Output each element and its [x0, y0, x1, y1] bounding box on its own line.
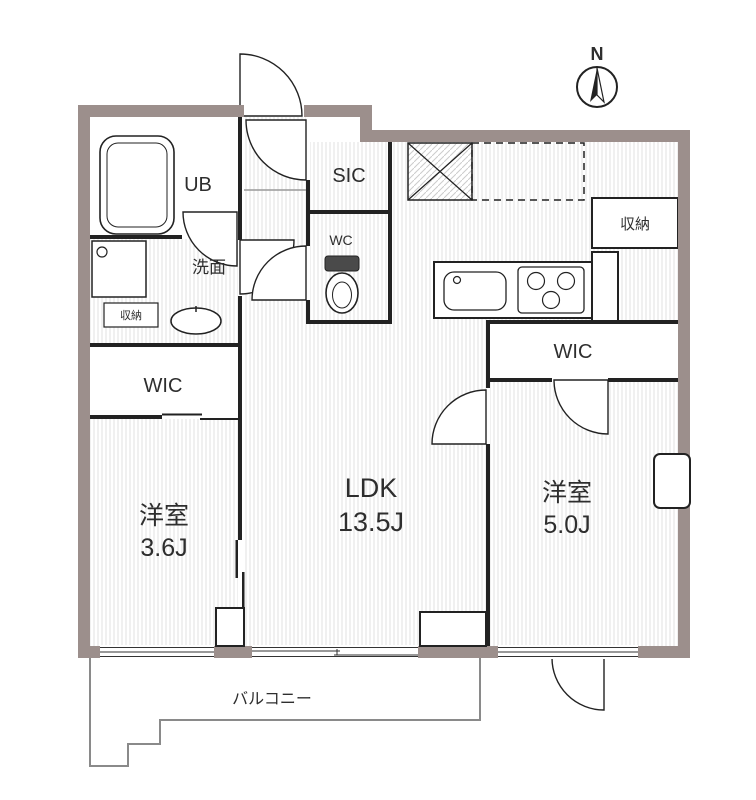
pipe-space-box — [591, 251, 619, 323]
sliding-door-panel — [235, 540, 238, 578]
bedroom-left-floor — [90, 419, 238, 646]
bath-door-swing — [182, 211, 238, 267]
faucet-icon — [452, 275, 462, 285]
label-washroom: 洗面 — [192, 258, 226, 277]
burner-icon — [526, 271, 546, 291]
label-wic-right: WIC — [554, 341, 593, 363]
kitchen-units — [407, 142, 585, 201]
label-bedroom-left-name: 洋室 — [139, 502, 189, 530]
label-ldk-size: 13.5J — [338, 507, 404, 537]
wall — [90, 343, 238, 347]
balcony-sliding-door — [252, 645, 418, 659]
outer-wall-left — [78, 105, 90, 658]
wall — [238, 117, 242, 240]
north-label: N — [591, 44, 604, 64]
outer-wall-top — [304, 105, 372, 117]
balcony-outline — [89, 658, 481, 767]
washroom-storage-box — [103, 302, 159, 328]
sic-floor — [310, 142, 388, 210]
toilet-icon — [324, 255, 360, 314]
sic-door-swing — [245, 119, 307, 181]
pillar-box — [419, 611, 487, 647]
wall — [90, 235, 182, 239]
label-bedroom-right-size: 5.0J — [543, 511, 590, 539]
interior-walls — [90, 117, 678, 646]
outer-wall-top — [78, 105, 244, 117]
wall — [238, 296, 242, 540]
compass-needle-dark — [590, 68, 597, 102]
windows — [100, 453, 691, 659]
wall — [306, 320, 392, 324]
wall — [90, 415, 162, 419]
label-ldk-name: LDK — [345, 473, 398, 503]
wall — [310, 210, 392, 214]
wall — [608, 378, 678, 382]
window-bedroom-right — [498, 645, 638, 659]
wc-door-swing — [251, 245, 307, 301]
wall — [486, 382, 490, 388]
label-bedroom-right-name: 洋室 — [542, 479, 592, 507]
wall — [486, 324, 490, 378]
room-labels: UB SIC WC 洗面 収納 WIC 洋室 3.6J LDK 13.5J 収納… — [120, 165, 650, 708]
closet-door-panel — [200, 418, 238, 420]
compass-needle-light — [596, 67, 605, 104]
bottom-right-door-swing — [551, 657, 605, 711]
outer-wall-right — [678, 130, 690, 658]
bathroom-fixtures — [91, 135, 222, 335]
burner-icon — [556, 271, 576, 291]
label-ub: UB — [184, 174, 212, 196]
wall — [306, 180, 310, 246]
sliding-door-panel — [242, 572, 245, 610]
bathtub-inner — [106, 142, 168, 228]
refrigerator-space-cross — [407, 142, 473, 201]
window-bedroom-left — [100, 645, 214, 659]
label-wc: WC — [329, 232, 352, 248]
label-sic: SIC — [332, 165, 365, 187]
door-swings — [182, 53, 609, 711]
kitchen-sink-icon — [443, 271, 507, 311]
bedroom-right-door-swing — [431, 389, 487, 445]
washer-drain-icon — [96, 246, 108, 258]
wall — [306, 300, 310, 322]
label-kitchen-storage: 収納 — [620, 216, 650, 233]
label-washroom-storage: 収納 — [120, 309, 142, 322]
toilet-bowl — [325, 272, 359, 314]
ldk-floor — [244, 322, 486, 646]
toilet-tank — [324, 255, 360, 272]
sliding-doors — [162, 413, 245, 610]
wall — [486, 378, 552, 382]
kitchen-counter — [433, 261, 593, 319]
label-wic-left: WIC — [144, 375, 183, 397]
label-bedroom-left-size: 3.6J — [140, 534, 187, 562]
closet-door-panel — [162, 413, 202, 416]
outer-wall-top-right — [360, 130, 690, 142]
wic-right-door-swing — [553, 379, 609, 435]
wall — [486, 444, 490, 646]
wall — [486, 320, 678, 324]
north-compass: N — [576, 44, 618, 108]
pillar-box — [215, 607, 245, 647]
burner-icon — [541, 290, 561, 310]
wall — [388, 142, 392, 324]
bathtub-icon — [99, 135, 175, 235]
label-balcony: バルコニー — [232, 691, 312, 708]
window-right-wall — [653, 453, 691, 509]
entrance-door-swing — [239, 53, 303, 117]
toilet-bowl-inner — [332, 281, 352, 309]
